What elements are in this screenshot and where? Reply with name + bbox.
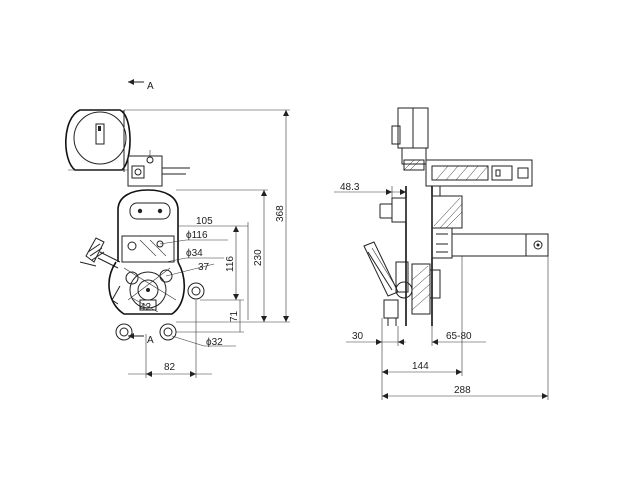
section-mark-top: A xyxy=(147,81,154,92)
dim-144: 144 xyxy=(382,256,463,376)
dim-105: 105 xyxy=(178,216,249,320)
lower-housing xyxy=(108,261,185,315)
dim-82: 82 xyxy=(128,300,212,378)
handwheel-knob xyxy=(79,237,121,269)
upper-arm xyxy=(425,159,533,196)
dim-116-label: 116 xyxy=(225,256,236,272)
dim-105-label: 105 xyxy=(196,216,213,227)
dim-82-label: 82 xyxy=(164,362,176,373)
dim-230-label: 230 xyxy=(253,249,264,266)
dim-65-80: 65-80 xyxy=(431,326,486,346)
dim-71: 71 xyxy=(176,299,244,333)
angled-guide xyxy=(363,241,399,297)
dim-116: 116 xyxy=(225,226,239,300)
dim-42-label: 42 xyxy=(140,302,152,313)
dim-368-label: 368 xyxy=(275,205,286,222)
top-block xyxy=(391,107,429,171)
dim-48-3-label: 48.3 xyxy=(340,182,360,193)
section-arrow-top: A xyxy=(128,79,154,92)
dim-34-dia: ϕ34 xyxy=(165,248,224,263)
main-housing xyxy=(117,189,179,263)
section-mark-bottom: A xyxy=(147,335,154,346)
dim-48-3: 48.3 xyxy=(334,182,406,198)
dim-32-dia: ϕ32 xyxy=(171,335,236,348)
dim-34-dia-label: ϕ34 xyxy=(186,248,203,259)
central-column xyxy=(379,186,463,326)
wheels xyxy=(115,282,205,341)
dim-230: 230 xyxy=(176,189,268,322)
spool-drum xyxy=(65,109,131,172)
dim-71-label: 71 xyxy=(229,310,240,322)
dim-368: 368 xyxy=(124,109,290,323)
side-view: 48.3 30 65-80 144 xyxy=(334,107,549,400)
dim-144-label: 144 xyxy=(412,361,429,372)
dim-37: 37 xyxy=(165,262,215,277)
dim-42: 42 xyxy=(131,297,159,313)
dim-288: 288 xyxy=(382,256,549,400)
section-arrow-bottom: A xyxy=(128,333,154,346)
upper-bracket xyxy=(127,150,190,187)
dim-32-dia-label: ϕ32 xyxy=(206,337,223,348)
dim-116-dia-label: ϕ116 xyxy=(186,230,208,241)
dim-116-dia: ϕ116 xyxy=(159,230,228,245)
front-view: A xyxy=(65,79,290,378)
lower-mechanism xyxy=(383,261,441,326)
dim-37-label: 37 xyxy=(198,262,210,273)
dim-30: 30 xyxy=(346,318,406,400)
dim-65-80-label: 65-80 xyxy=(446,331,472,342)
lower-arm xyxy=(451,233,549,257)
dim-30-label: 30 xyxy=(352,331,364,342)
dim-288-label: 288 xyxy=(454,385,471,396)
